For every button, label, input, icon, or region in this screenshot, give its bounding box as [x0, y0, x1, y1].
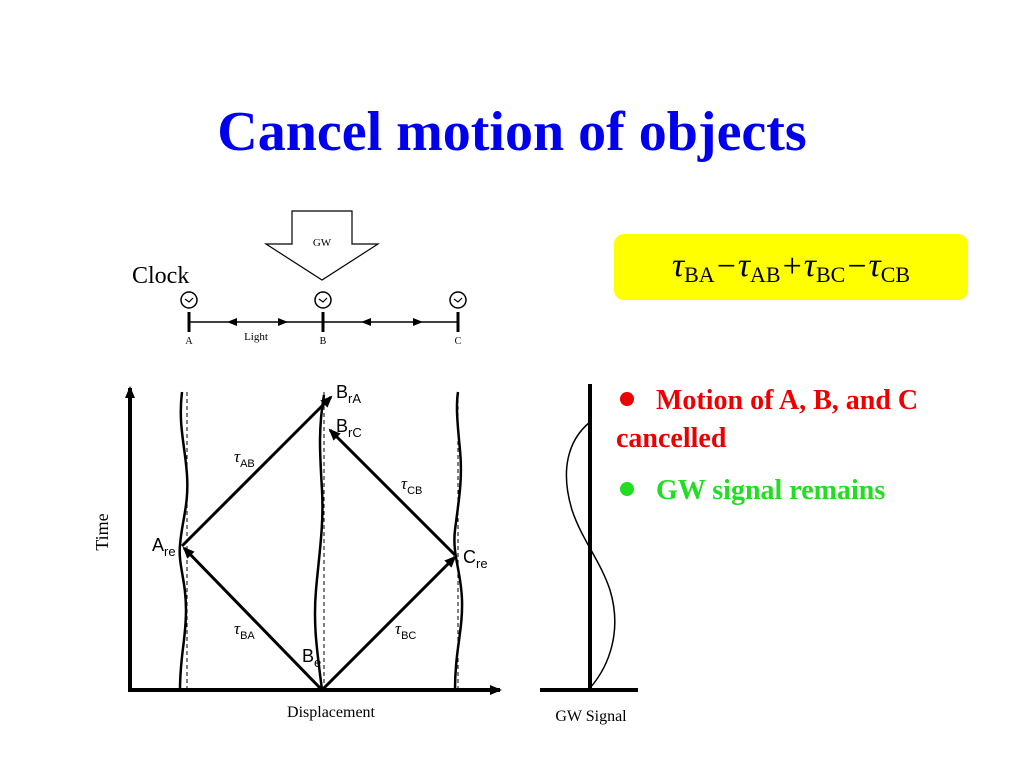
label-b-rc: BrC	[336, 416, 362, 440]
label-a-re: Are	[152, 535, 176, 559]
label-tau-ab: τAB	[234, 447, 255, 470]
bullet-item-gw: GW signal remains	[616, 472, 1016, 510]
formula-op-3: −	[847, 248, 867, 285]
label-tau-ba: τBA	[234, 619, 255, 642]
light-path-ab	[180, 395, 333, 548]
formula-op-1: −	[716, 248, 736, 285]
point-a-label: A	[185, 336, 193, 347]
gw-label: GW	[313, 237, 332, 249]
worldline-a	[178, 391, 189, 691]
bullet-dot-icon	[620, 482, 634, 496]
formula-box: τBA − τAB + τBC − τCB	[614, 234, 968, 300]
gw-signal-label: GW Signal	[555, 708, 627, 725]
label-tau-bc: τBC	[395, 619, 416, 642]
light-path-bc	[320, 555, 457, 692]
bullet-dot-icon	[620, 392, 634, 406]
formula-term-2: τAB	[737, 246, 781, 287]
light-path-cb	[328, 428, 457, 557]
formula-term-1: τBA	[671, 246, 715, 287]
displacement-axis-label: Displacement	[287, 704, 376, 721]
clock-a-icon	[180, 291, 198, 309]
point-c-label: C	[455, 336, 462, 347]
gw-signal-curve	[565, 421, 616, 689]
clock-b-icon	[314, 291, 332, 309]
worldline-b	[313, 394, 326, 691]
light-label: Light	[244, 331, 268, 343]
clock-label: Clock	[132, 263, 189, 289]
label-b-ra: BrA	[336, 382, 361, 406]
formula-term-4: τCB	[868, 246, 911, 287]
bullet-list: Motion of A, B, and C cancelled GW signa…	[616, 382, 1016, 510]
gw-arrow-icon	[263, 210, 381, 281]
label-c-re: Cre	[463, 547, 488, 571]
light-path-ba	[182, 546, 324, 692]
worldline-c	[453, 391, 464, 691]
slide-title: Cancel motion of objects	[217, 101, 807, 163]
bullet-item-motion: Motion of A, B, and C cancelled	[616, 385, 919, 454]
formula-term-3: τBC	[803, 246, 846, 287]
label-tau-cb: τCB	[401, 474, 422, 497]
formula-op-2: +	[782, 248, 802, 285]
label-b-e: Be	[302, 646, 321, 670]
point-b-label: B	[320, 336, 327, 347]
clock-c-icon	[449, 291, 467, 309]
time-axis-label: Time	[92, 513, 112, 550]
